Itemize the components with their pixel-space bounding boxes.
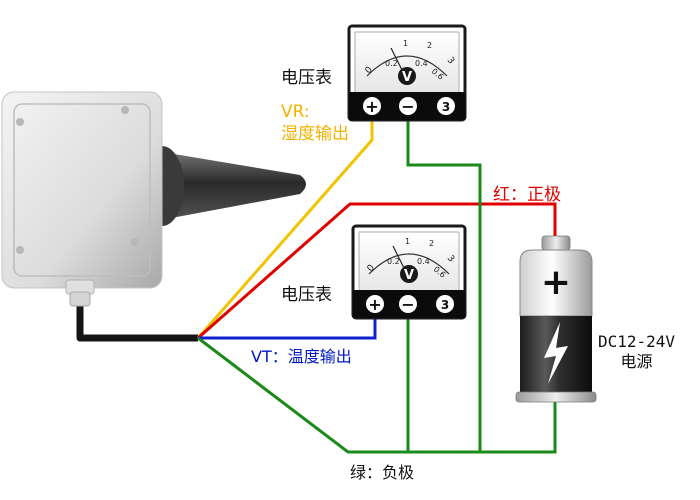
vt-wire-blue [198, 318, 377, 340]
power-supply-label: DC12-24V 电源 [598, 332, 675, 372]
scale-label: 0 [364, 65, 376, 76]
scale-label: 0.4 [415, 59, 428, 68]
unit-symbol: V [404, 268, 414, 283]
vr-label-line2: 湿度输出 [281, 124, 349, 144]
scale-label: 0.4 [417, 257, 430, 266]
unit-symbol-badge [400, 265, 418, 283]
scale-label: 2 [429, 239, 434, 248]
lightning-bolt-icon [544, 322, 568, 384]
scale-label: 3 [445, 254, 456, 265]
voltmeter-top: 0 0.2 1 0.4 2 0.6 3 V + − 3 [347, 24, 467, 122]
terminal-plus-label: + [368, 295, 381, 314]
battery-plus-symbol: + [541, 262, 571, 303]
battery-icon: + [515, 235, 597, 403]
terminal-plus [363, 97, 381, 115]
vr-label-line1: VR: [281, 102, 310, 122]
unit-symbol-badge [398, 67, 416, 85]
top-meter-minus-wire [406, 118, 482, 452]
terminal-minus-label: − [401, 295, 414, 314]
vr-humidity-output-label: VR: 湿度输出 [281, 101, 349, 145]
terminal-minus [399, 295, 417, 313]
positive-wire-label: 红：正极 [493, 185, 561, 205]
terminal-plus [366, 295, 384, 313]
wires [76, 118, 557, 454]
power-label-line2: 电源 [620, 352, 653, 371]
terminal-plus-label: + [365, 97, 378, 116]
scale-label: 1 [403, 39, 408, 48]
scale-label: 3 [445, 56, 456, 67]
voltmeter-top-label: 电压表 [281, 68, 332, 88]
terminal-3 [437, 97, 455, 115]
negative-wire-label: 绿：负极 [350, 463, 415, 482]
terminal-3-label: 3 [441, 298, 449, 312]
scale-label: 1 [405, 237, 410, 246]
negative-wire-green [197, 336, 557, 454]
scale-label: 0.2 [387, 257, 400, 266]
positive-wire-red [197, 202, 557, 340]
voltmeter-bottom: 0 0.2 1 0.4 2 0.6 3 V + − 3 [351, 224, 467, 320]
power-label-line1: DC12-24V [598, 332, 676, 351]
scale-label: 0 [366, 263, 378, 274]
terminal-3-label: 3 [442, 100, 450, 114]
terminal-3 [436, 295, 454, 313]
terminal-minus-label: − [401, 97, 414, 116]
unit-symbol: V [402, 70, 412, 85]
vt-temperature-output-label: VT：温度输出 [251, 347, 352, 366]
terminal-minus [399, 97, 417, 115]
temperature-humidity-transmitter-icon [1, 91, 306, 307]
voltmeter-bottom-label: 电压表 [281, 285, 332, 305]
vr-wire-yellow [196, 118, 374, 339]
scale-label: 2 [427, 41, 432, 50]
sensor-cable [76, 300, 198, 342]
scale-label: 0.2 [385, 59, 398, 68]
